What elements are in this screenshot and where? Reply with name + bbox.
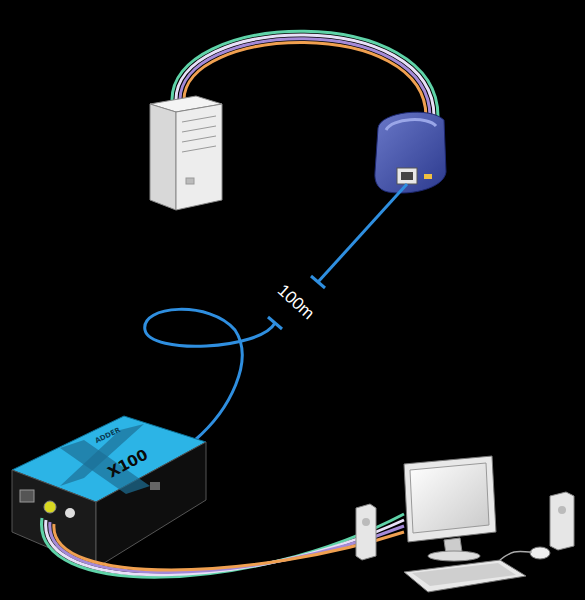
transmitter-dongle — [375, 112, 446, 193]
keyboard-mouse — [404, 547, 550, 592]
cat5-cable — [145, 184, 407, 440]
dimension-label: 100m — [272, 279, 319, 324]
receiver-box — [12, 416, 206, 568]
monitor — [404, 456, 496, 561]
workstation-cables — [42, 514, 404, 577]
pc-tower — [150, 96, 222, 210]
